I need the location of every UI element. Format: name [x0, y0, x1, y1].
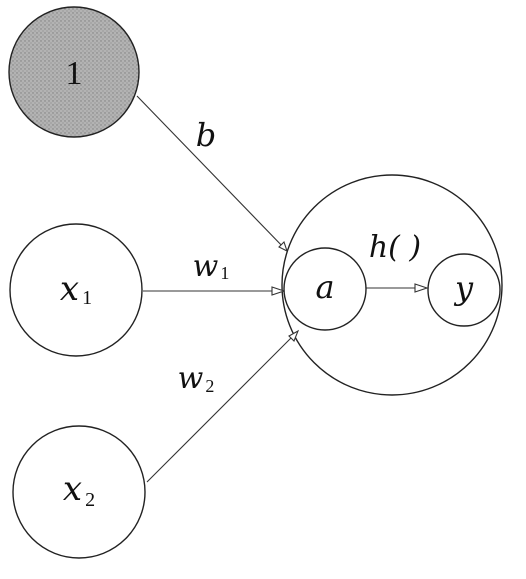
activation-label-h: h( )	[369, 230, 421, 265]
edge-x2-to-a	[146, 331, 298, 483]
input-node-x2	[12, 425, 146, 559]
edge-x2-arrowhead	[288, 329, 300, 342]
node-y-label: y	[453, 269, 474, 307]
edge-bias-arrowhead	[278, 240, 288, 253]
input-node-x1	[9, 223, 143, 357]
edge-label-w1-var: w	[193, 249, 219, 284]
edge-label-w1-sub: 1	[220, 263, 229, 283]
node-a	[283, 247, 367, 331]
edge-label-b: b	[196, 116, 216, 154]
node-y	[427, 253, 501, 327]
neuron-circle	[281, 174, 503, 396]
node-a-label: a	[315, 268, 334, 306]
input-node-x1-sub: 1	[82, 287, 92, 309]
edge-bias-to-a	[136, 95, 288, 252]
edge-label-w2-var: w	[178, 361, 204, 396]
edge-a-to-y-arrowhead	[414, 283, 429, 293]
input-node-x2-sub: 2	[85, 489, 95, 511]
input-node-x1-var: x	[60, 269, 79, 309]
edge-label-w2-sub: 2	[205, 376, 214, 396]
edge-x1-arrowhead	[271, 286, 286, 296]
input-node-x2-var: x	[63, 469, 82, 509]
bias-node	[8, 6, 140, 138]
bias-node-label: 1	[66, 55, 83, 92]
